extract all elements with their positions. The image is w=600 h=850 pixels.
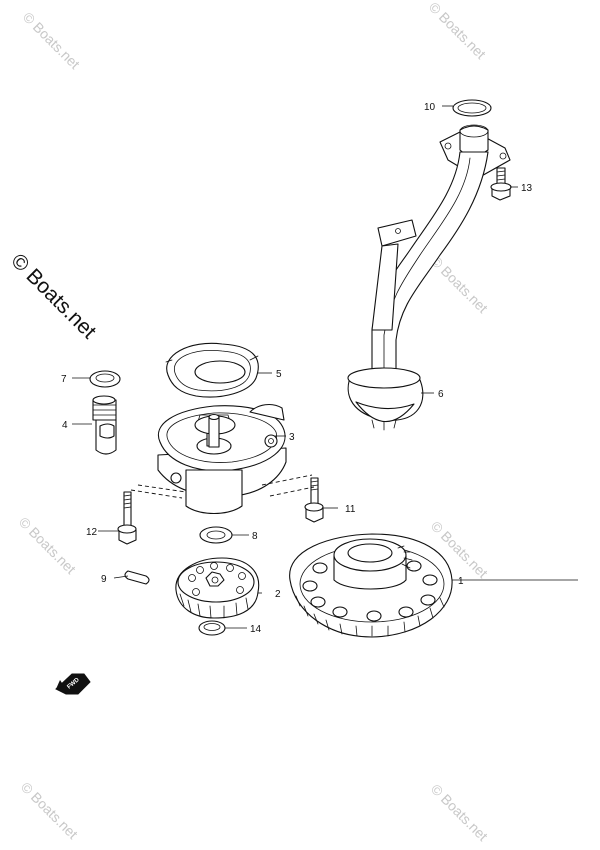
fwd-arrow-icon: FWD bbox=[55, 673, 91, 695]
part-4-fitting bbox=[92, 395, 117, 455]
part-1-driven-gear bbox=[289, 533, 453, 638]
part-9-pin bbox=[124, 570, 150, 585]
watermark-top-right: © Boats.net bbox=[426, 0, 489, 62]
leader-lines bbox=[72, 105, 578, 629]
callout-8: 8 bbox=[252, 531, 258, 542]
part-8-washer bbox=[199, 526, 233, 544]
watermark-lower-left: © Boats.net bbox=[16, 514, 79, 577]
part-5-gasket bbox=[165, 342, 259, 398]
callout-2: 2 bbox=[275, 589, 281, 600]
callout-14: 14 bbox=[250, 624, 262, 635]
part-6-oil-strainer bbox=[347, 124, 511, 431]
callout-11: 11 bbox=[345, 504, 356, 515]
watermark-primary: © Boats.net bbox=[6, 249, 100, 343]
callout-5: 5 bbox=[276, 369, 282, 380]
part-14-ring bbox=[198, 620, 226, 636]
callout-12: 12 bbox=[86, 527, 98, 538]
callouts: 1 2 3 4 5 6 7 8 9 10 11 12 13 14 bbox=[61, 102, 533, 635]
watermark-bottom-left: © Boats.net bbox=[18, 779, 81, 842]
watermark-top-left: © Boats.net bbox=[20, 9, 83, 72]
callout-3: 3 bbox=[289, 432, 295, 443]
watermark-mid-right: © Boats.net bbox=[428, 253, 491, 316]
callout-6: 6 bbox=[438, 389, 444, 400]
callout-10: 10 bbox=[424, 102, 436, 113]
callout-9: 9 bbox=[101, 574, 107, 585]
part-10-o-ring bbox=[452, 99, 492, 117]
watermark-bottom-right: © Boats.net bbox=[428, 781, 491, 844]
part-7-washer bbox=[89, 370, 121, 388]
part-11-bolt bbox=[304, 477, 324, 523]
callout-4: 4 bbox=[62, 420, 68, 431]
callout-1: 1 bbox=[458, 576, 464, 587]
callout-7: 7 bbox=[61, 374, 67, 385]
part-13-bolt bbox=[490, 167, 512, 201]
assembly-lines bbox=[130, 474, 315, 499]
part-2-inner-gear bbox=[175, 557, 260, 619]
part-12-bolt bbox=[117, 491, 137, 545]
callout-13: 13 bbox=[521, 183, 533, 194]
part-3-pump-body bbox=[157, 403, 287, 515]
